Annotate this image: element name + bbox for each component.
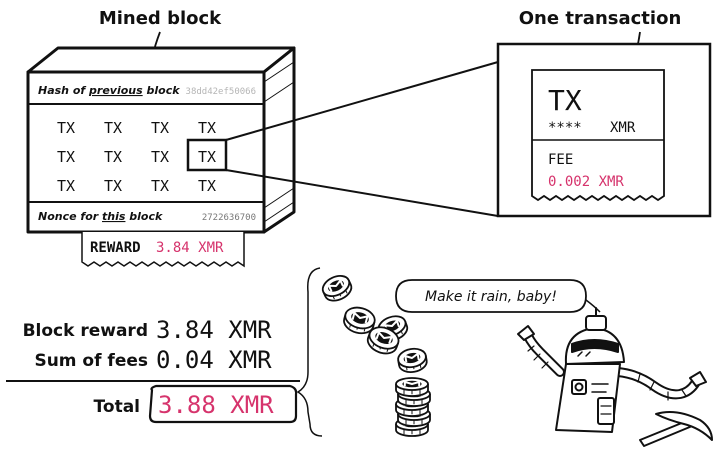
tx-item: TX [151,177,169,195]
reward-value: 3.84 XMR [156,240,224,256]
tx-item: TX [104,119,122,137]
speech-bubble-outline [395,279,587,313]
robot-left-claw [517,325,535,341]
total-frame [148,384,298,424]
zoom-line-top [225,61,499,141]
tx-item: TX [57,177,75,195]
totals-group: Block reward 3.84 XMR Sum of fees 0.04 X… [6,267,323,437]
block-reward-label: Block reward [23,321,148,341]
transaction-receipt [531,69,665,202]
nonce-label: Nonce for this block [38,210,163,223]
hash-value: 38dd42ef50066 [186,87,256,97]
mined-block-title: Mined block [99,8,222,29]
speech-text: Make it rain, baby! [425,289,557,305]
zoom-line-bottom [225,169,499,217]
block-front-face [26,70,266,234]
tx-item: TX [57,148,75,166]
tx-item: TX [57,119,75,137]
tx-item: TX [198,148,216,166]
total-label: Total [94,397,140,417]
sum-of-fees-label: Sum of fees [34,351,148,371]
fee-value: 0.002 XMR [548,174,624,190]
transaction-tx-label: TX [548,84,582,117]
speech-bubble: Make it rain, baby! [395,279,601,313]
transaction-amount-mask: **** [548,120,582,136]
tx-item: TX [198,119,216,137]
tx-grid: TX TX TX TX TX TX TX TX TX TX TX TX [57,119,216,195]
tx-item: TX [151,148,169,166]
robot-miner [517,307,707,433]
curly-brace [296,267,323,437]
speech-bubble-tail [585,299,601,313]
monero-coin-icon [395,377,429,397]
monero-coin-icon [321,275,353,302]
tx-item: TX [104,177,122,195]
mined-block-group: Mined block Hash of previous block 38dd4… [26,8,296,268]
sum-of-fees-value: 0.04 XMR [156,346,272,374]
fee-label: FEE [548,152,573,168]
transaction-title: One transaction [519,8,682,29]
nonce-value: 2722636700 [202,213,256,223]
robot-headlamp [585,315,607,331]
reward-receipt [81,232,245,268]
tx-item: TX [198,177,216,195]
robot-visor [571,339,619,353]
tx-item: TX [151,119,169,137]
transaction-amount-unit: XMR [610,120,636,136]
block-top-face [26,46,296,74]
robot-belly-panel [597,397,615,425]
block-reward-value: 3.84 XMR [156,316,272,344]
monero-coin-icon [343,306,376,335]
pickaxe-head [655,411,713,441]
monero-coin-icon [366,326,400,355]
block-box [26,46,296,234]
total-value: 3.88 XMR [158,391,274,419]
tx-item: TX [104,148,122,166]
hash-label: Hash of previous block [38,84,180,97]
pickaxe-icon [639,411,713,447]
selected-tx-frame [186,138,228,172]
monero-coin-icon [397,347,428,374]
transaction-group: One transaction TX **** XMR FEE 0.002 XM… [496,8,712,218]
robot-right-claw [689,371,707,387]
coins-group [321,275,431,437]
reward-label: REWARD [90,240,141,256]
